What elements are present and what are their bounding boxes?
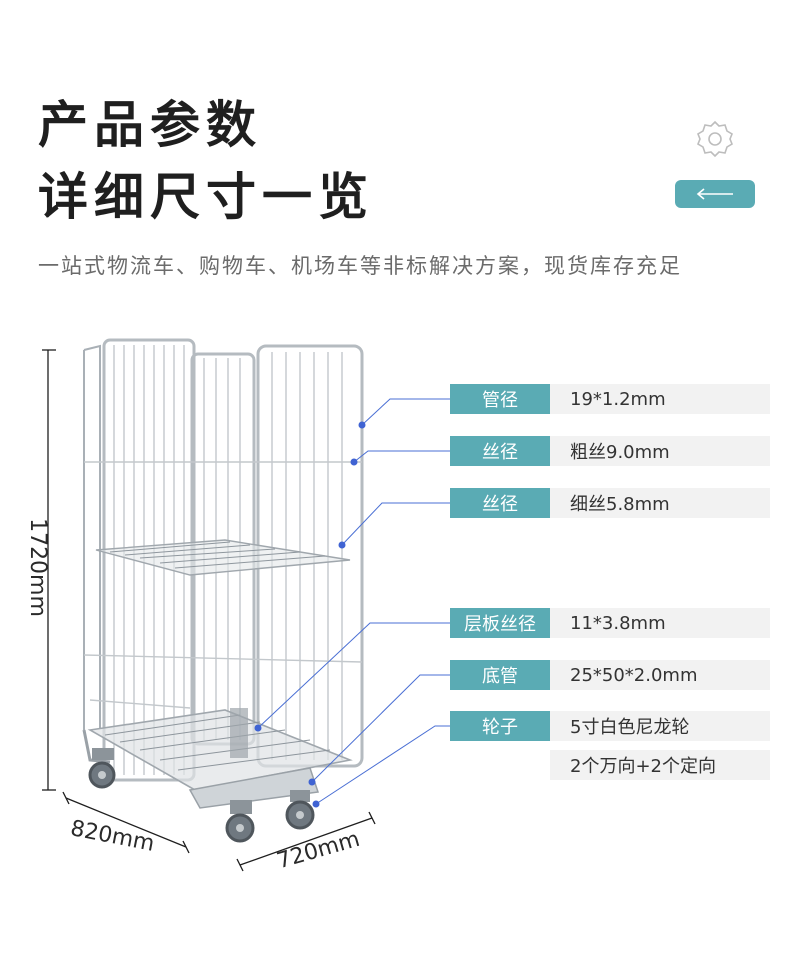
spec-label: 层板丝径 — [450, 608, 550, 638]
spec-row: 丝径 粗丝9.0mm — [450, 436, 770, 466]
spec-value: 细丝5.8mm — [550, 488, 770, 518]
page-title-line1: 产品参数 — [38, 96, 262, 154]
spec-value: 5寸白色尼龙轮 — [550, 711, 770, 741]
spec-row: 2个万向+2个定向 — [450, 750, 770, 780]
dimension-height: 1720mm — [24, 518, 50, 617]
spec-label: 轮子 — [450, 711, 550, 741]
arrow-left-icon — [696, 188, 733, 200]
dimension-width-right: 720mm — [274, 826, 363, 875]
spec-value: 粗丝9.0mm — [550, 436, 770, 466]
spec-row: 轮子 5寸白色尼龙轮 — [450, 711, 770, 741]
page-title-line2: 详细尺寸一览 — [38, 168, 374, 226]
spec-value: 11*3.8mm — [550, 608, 770, 638]
spec-row: 丝径 细丝5.8mm — [450, 488, 770, 518]
page-subtitle: 一站式物流车、购物车、机场车等非标解决方案，现货库存充足 — [38, 254, 682, 278]
spec-label: 丝径 — [450, 436, 550, 466]
spec-label: 丝径 — [450, 488, 550, 518]
spec-row: 底管 25*50*2.0mm — [450, 660, 770, 690]
spec-row: 层板丝径 11*3.8mm — [450, 608, 770, 638]
spec-label: 底管 — [450, 660, 550, 690]
gear-icon[interactable] — [694, 118, 736, 160]
spec-value: 2个万向+2个定向 — [550, 750, 770, 780]
spec-value: 19*1.2mm — [550, 384, 770, 414]
spec-value: 25*50*2.0mm — [550, 660, 770, 690]
spec-label: 管径 — [450, 384, 550, 414]
spec-row: 管径 19*1.2mm — [450, 384, 770, 414]
back-button[interactable] — [675, 180, 755, 208]
dimension-width-left: 820mm — [68, 816, 157, 857]
